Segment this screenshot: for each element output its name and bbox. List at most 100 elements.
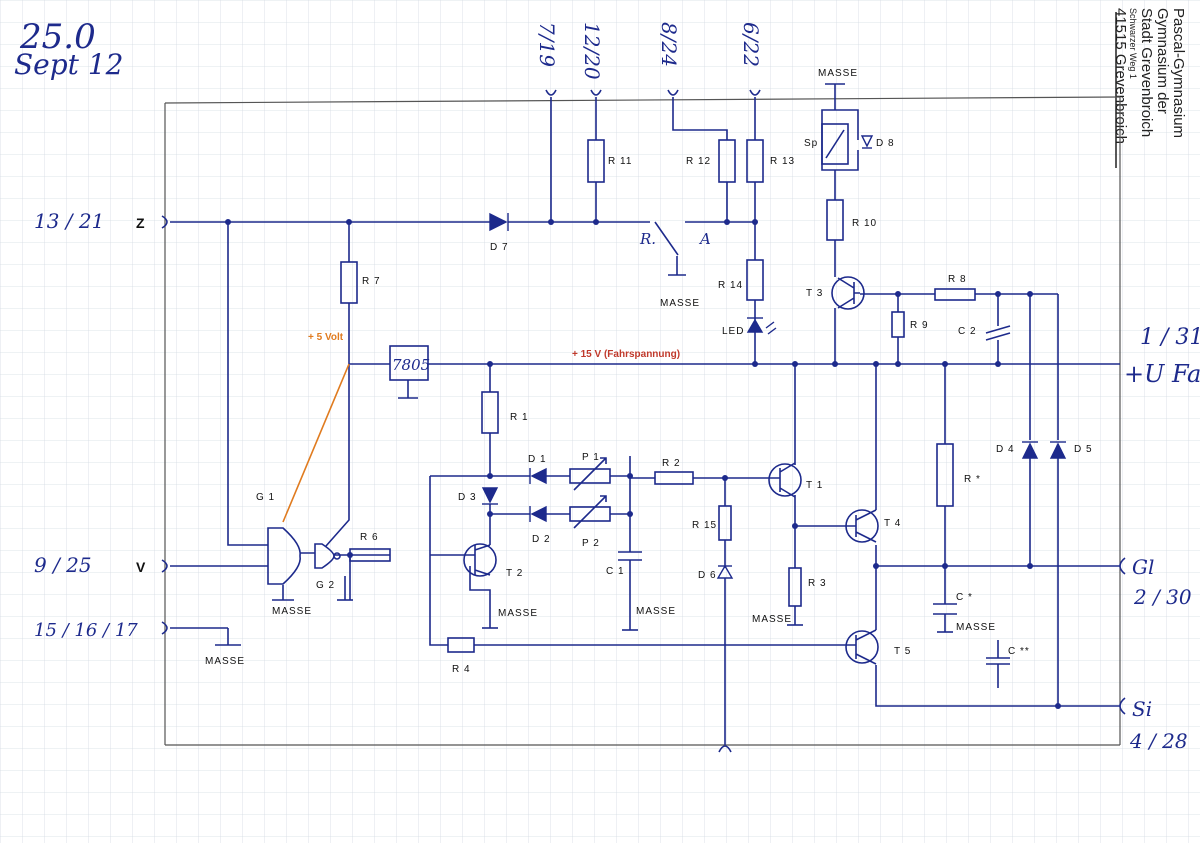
potentiometer-p2 — [569, 495, 611, 529]
gnd-label: MASSE — [205, 656, 245, 667]
label-switch-a: A — [698, 230, 711, 248]
diode-d3 — [481, 487, 499, 505]
diode-d2 — [529, 505, 547, 523]
label-d4: D 4 — [996, 444, 1015, 455]
gl-pins: 2 / 30 — [1133, 585, 1192, 609]
header-line1: 25.0 — [19, 17, 96, 57]
label-r15: R 15 — [692, 520, 717, 531]
resistor-r1 — [481, 391, 499, 434]
label-r10: R 10 — [852, 218, 877, 229]
capacitor-cstar2 — [986, 657, 1010, 665]
resistor-r4 — [447, 637, 475, 653]
resistor-r10 — [826, 199, 844, 241]
label-r2: R 2 — [662, 458, 681, 469]
label-r11: R 11 — [608, 156, 632, 167]
masse-symbols — [215, 83, 953, 646]
label-rstar: R * — [964, 474, 981, 485]
gnd-pins: 15 / 16 / 17 — [34, 620, 138, 641]
label-d2: D 2 — [532, 534, 551, 545]
led — [746, 317, 777, 335]
masse-g: MASSE — [272, 606, 312, 617]
label-c1: C 1 — [606, 566, 625, 577]
gl-label: Gl — [1132, 555, 1154, 579]
top-pin-1: 7/19 — [535, 22, 559, 67]
masse-r3: MASSE — [752, 614, 792, 625]
transistor-t1 — [768, 462, 802, 498]
label-t1: T 1 — [806, 480, 823, 491]
label-cstar: C * — [956, 592, 973, 603]
diode-d5 — [1049, 441, 1067, 459]
label-d6: D 6 — [698, 570, 717, 581]
label-r7: R 7 — [362, 276, 381, 287]
plus5-label: + 5 Volt — [308, 332, 344, 343]
label-d7: D 7 — [490, 242, 509, 253]
label-r13: R 13 — [770, 156, 795, 167]
masse-top: MASSE — [818, 68, 858, 79]
top-pin-2: 12/20 — [580, 22, 604, 80]
capacitor-cstar — [933, 603, 957, 615]
resistor-r6 — [349, 548, 391, 562]
masse-t2: MASSE — [498, 608, 538, 619]
resistor-r11 — [587, 139, 605, 183]
capacitor-c1 — [618, 551, 642, 561]
resistor-r8 — [934, 288, 976, 301]
v-pins: 9 / 25 — [34, 553, 92, 577]
stamp-line4: Schwarzer Weg 1 — [1128, 8, 1138, 79]
plus15-label: + 15 V (Fahrspannung) — [572, 349, 680, 360]
header-line2: Sept 12 — [14, 48, 123, 81]
diode-d1 — [529, 467, 547, 485]
label-r12: R 12 — [686, 156, 711, 167]
transistor-t3 — [831, 276, 865, 310]
label-d3: D 3 — [458, 492, 477, 503]
transistor-t2 — [463, 543, 497, 577]
z-pins: 13 / 21 — [34, 209, 104, 233]
potentiometer-p1 — [569, 457, 611, 491]
top-pin-4: 6/22 — [739, 22, 763, 67]
capacitor-c2 — [985, 325, 1011, 341]
resistor-r14 — [746, 259, 764, 301]
masse-cstar: MASSE — [956, 622, 996, 633]
board-outline — [164, 96, 1121, 746]
label-r3: R 3 — [808, 578, 827, 589]
label-c2: C 2 — [958, 326, 977, 337]
regulator-7805 — [389, 345, 429, 381]
z-label: Z — [136, 215, 145, 231]
label-d1: D 1 — [528, 454, 547, 465]
stamp-line2: Gymnasium der — [1154, 8, 1171, 114]
top-pin-3: 8/24 — [657, 22, 681, 67]
label-r8: R 8 — [948, 274, 967, 285]
resistor-r15 — [718, 505, 732, 541]
label-r1: R 1 — [510, 412, 529, 423]
label-cstar2: C ** — [1008, 646, 1030, 657]
diode-d8 — [860, 135, 874, 149]
resistor-r2 — [654, 471, 694, 485]
ufa-label: +U Fa — [1124, 360, 1200, 388]
masse-switch: MASSE — [660, 298, 700, 309]
relay-sp — [821, 123, 849, 165]
diode-d4 — [1021, 441, 1039, 459]
stamp-line1: Pascal-Gymnasium — [1170, 8, 1187, 138]
resistor-rstar — [936, 443, 954, 507]
gate-g1 — [267, 527, 301, 585]
resistor-r9 — [891, 311, 905, 338]
si-label: Si — [1132, 697, 1152, 721]
label-p1: P 1 — [582, 452, 600, 463]
label-switch-r: R. — [639, 230, 656, 248]
label-r9: R 9 — [910, 320, 929, 331]
label-t2: T 2 — [506, 568, 523, 579]
v-label: V — [136, 559, 146, 575]
label-led: LED — [722, 326, 744, 337]
label-t3: T 3 — [806, 288, 823, 299]
connector-hooks — [161, 89, 1126, 753]
plus5-wire — [282, 363, 350, 523]
label-d5: D 5 — [1074, 444, 1093, 455]
label-t4: T 4 — [884, 518, 901, 529]
label-r4: R 4 — [452, 664, 471, 675]
label-r14: R 14 — [718, 280, 743, 291]
resistor-r3 — [788, 567, 802, 607]
resistor-r12 — [718, 139, 736, 183]
junction-dots — [225, 219, 1061, 709]
label-sp: Sp — [804, 138, 818, 149]
